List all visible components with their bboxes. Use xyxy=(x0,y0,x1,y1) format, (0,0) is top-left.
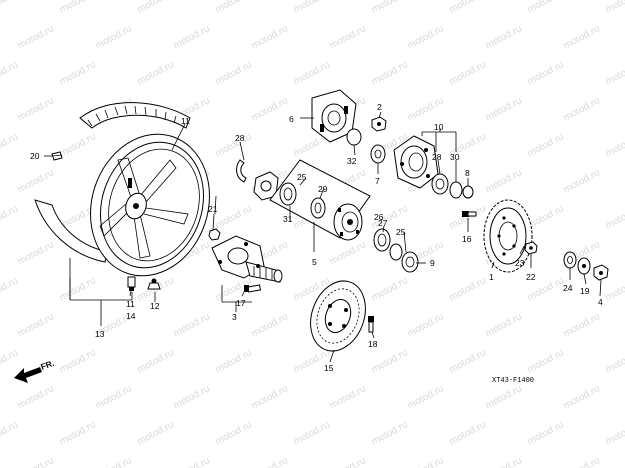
part-11-valve xyxy=(127,276,136,291)
part-28-circlip xyxy=(236,159,247,183)
part-8-collar xyxy=(462,185,474,199)
part-26-plate xyxy=(253,171,279,201)
part-17-bolt xyxy=(244,284,262,293)
leader-lines xyxy=(52,111,602,363)
label-21: 21 xyxy=(208,204,218,214)
part-16-bolt xyxy=(462,211,477,217)
callout-bracket-10 xyxy=(421,128,457,152)
wheel-spokes xyxy=(99,157,189,259)
label-22: 22 xyxy=(526,272,536,282)
label-11: 11 xyxy=(126,299,135,309)
label-18: 18 xyxy=(368,339,378,349)
label-12: 12 xyxy=(150,301,160,311)
label-25: 25 xyxy=(297,172,307,182)
part-1-driven-sprocket xyxy=(483,199,533,273)
label-9: 9 xyxy=(430,258,435,268)
tire-sidewall xyxy=(34,199,109,263)
part-29-bearing xyxy=(310,197,326,219)
label-2: 2 xyxy=(377,102,382,112)
part-4-axle-nut xyxy=(593,264,609,281)
label-32: 32 xyxy=(347,156,357,166)
label-1: 1 xyxy=(489,272,494,282)
label-29: 29 xyxy=(318,184,328,194)
label-23: 23 xyxy=(515,258,525,268)
label-8: 8 xyxy=(465,168,470,178)
hub-spacer-assembly xyxy=(269,159,419,273)
label-25: 25 xyxy=(396,227,406,237)
label-31: 31 xyxy=(283,214,293,224)
part-10-driven-flange xyxy=(393,135,439,189)
tire-tread xyxy=(79,102,191,129)
part-7-seal xyxy=(370,144,386,164)
label-6: 6 xyxy=(289,114,294,124)
front-direction-arrow: FR. xyxy=(14,358,56,383)
part-2-nut xyxy=(371,116,387,132)
label-4: 4 xyxy=(598,297,603,307)
label-28: 28 xyxy=(432,152,442,162)
diagram-code: XT43-F1400 xyxy=(492,377,534,385)
label-28: 28 xyxy=(235,133,245,143)
label-10: 10 xyxy=(434,122,444,132)
label-19: 19 xyxy=(580,286,590,296)
label-3: 3 xyxy=(232,312,237,322)
part-22-nut xyxy=(524,241,538,255)
part-5-damper-hub xyxy=(333,203,363,241)
label-14: 14 xyxy=(126,311,136,321)
part-28-bearing xyxy=(431,173,449,195)
part-25-seal xyxy=(279,182,297,206)
part-15-brake-disc xyxy=(310,280,366,352)
label-24: 24 xyxy=(563,283,573,293)
part-19-washer xyxy=(577,257,591,275)
tire-and-wheel xyxy=(34,102,210,277)
label-5: 5 xyxy=(312,257,317,267)
label-16: 16 xyxy=(462,234,472,244)
label-13: 13 xyxy=(95,329,105,339)
label-26: 26 xyxy=(374,212,384,222)
label-11: 11 xyxy=(181,116,190,126)
part-number-labels: 11 20 28 21 11 14 12 13 17 3 6 2 32 7 10… xyxy=(30,102,603,373)
direction-label: FR. xyxy=(39,358,55,372)
label-15: 15 xyxy=(324,363,334,373)
part-3-drive-flange xyxy=(211,235,283,283)
part-21-nut xyxy=(208,228,221,241)
part-20-bolt xyxy=(44,151,63,161)
part-27-bearing xyxy=(373,228,391,252)
callout-bracket-13-14 xyxy=(69,258,133,326)
label-20: 20 xyxy=(30,151,40,161)
label-7: 7 xyxy=(375,176,380,186)
part-12-cap xyxy=(147,278,161,290)
part-30-seal xyxy=(449,181,463,199)
label-30: 30 xyxy=(450,152,460,162)
part-6-sprocket-hub xyxy=(311,89,357,143)
part-24-collar xyxy=(563,251,577,269)
part-32-circlip xyxy=(346,128,362,146)
part-18-bolt xyxy=(368,316,374,333)
label-17: 17 xyxy=(236,298,246,308)
callout-bracket-3 xyxy=(221,285,252,312)
label-27: 27 xyxy=(378,218,388,228)
part-9-seal xyxy=(401,251,419,273)
